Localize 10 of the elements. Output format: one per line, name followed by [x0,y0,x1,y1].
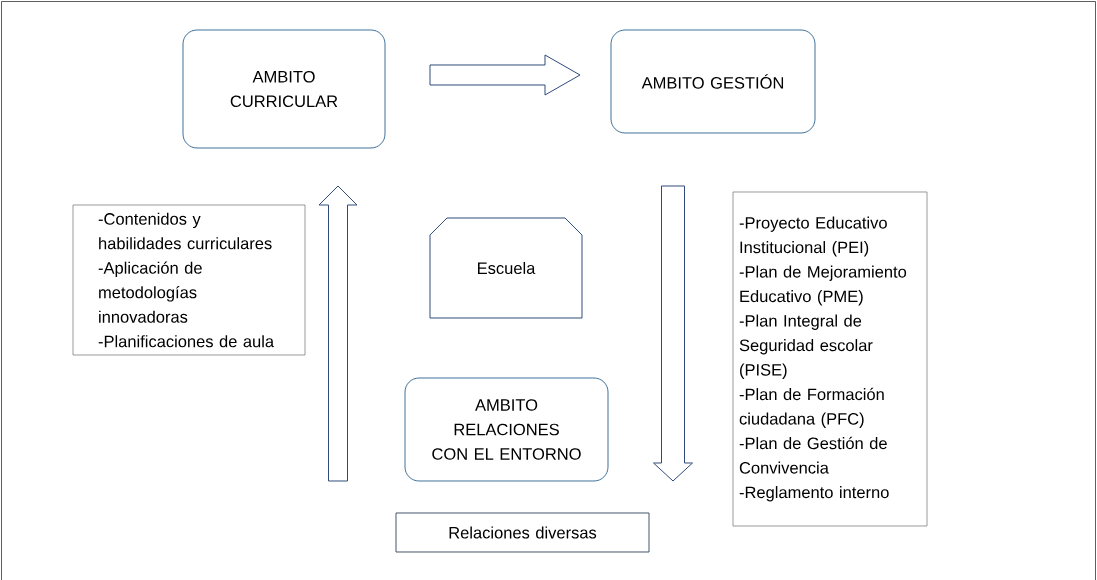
list-box: -Proyecto Educativo Institucional (PEI) -Plan de Mejoramiento Educativo (PME) -Plan Integral de Seguridad escolar (PISE) -Plan de Formación ciudadana (PFC) -Plan de Gestión de Convivencia -Reglamento interno [732,191,928,527]
block-arrow [653,185,693,482]
rounded-box: AMBITO CURRICULAR [182,29,386,149]
rounded-box: AMBITO RELACIONES CON EL ENTORNO [404,377,609,482]
block-arrow [429,54,581,96]
snipped-box: Escuela [429,217,583,319]
list-box: -Contenidos y habilidades curriculares -Aplicación de metodologías innovadoras -Planificaciones de aula [72,204,306,356]
rounded-box: AMBITO GESTIÓN [610,29,816,134]
text-box: Relaciones diversas [395,512,650,553]
block-arrow [318,185,358,482]
